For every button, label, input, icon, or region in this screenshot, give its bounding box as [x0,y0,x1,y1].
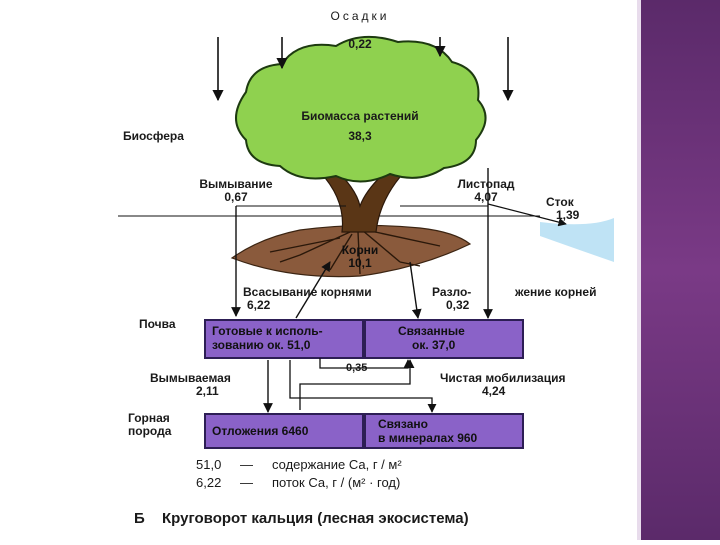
roots-label: Корни [341,243,379,257]
caption-text: Круговорот кальция (лесная экосистема) [162,510,469,527]
soil-bound-text-a: Связанные [398,324,465,338]
rock-label-b: порода [128,424,172,438]
legend-dash-1: — [240,457,253,472]
rock-label-a: Горная [128,411,170,425]
rock-bound-text-b: в минералах 960 [378,431,478,445]
decay-line [409,261,422,319]
uptake-value: 6,22 [247,298,271,312]
legend-dash-2: — [240,475,253,490]
precip-title: Осадки [330,9,390,23]
soil-available-text-b: зованию ок. 51,0 [212,338,311,352]
legend-num-1: 51,0 [196,457,222,472]
biomass-label: Биомасса растений [301,109,419,123]
rock-deposits-text: Отложения 6460 [212,424,309,438]
rock-bound-text-a: Связано [378,417,428,431]
leachable-label: Вымываемая [150,371,231,385]
soil-available-box [204,319,364,359]
decay-label-a: Разло- [432,285,472,299]
root-lines [269,229,441,275]
sidebar-edge [637,0,641,540]
mobilization-path-1 [299,359,415,410]
precip-value: 0,22 [348,37,372,51]
uptake-line [295,261,331,319]
biosphere-label: Биосфера [123,129,184,143]
mobilization-value: 4,24 [482,384,506,398]
rock-deposits-box [204,413,364,449]
water-shape [540,218,614,262]
litterfall-value: 4,07 [474,190,498,204]
runoff-line [487,203,567,227]
runoff-label: Сток [546,195,574,209]
decay-value: 0,32 [446,298,470,312]
decay-label-b: жение корней [515,285,597,299]
runoff-value: 1,39 [556,208,580,222]
leachable-value: 2,11 [196,384,219,398]
legend-text-1: содержание Са, г / м² [272,457,402,472]
leaching-value: 0,67 [224,190,248,204]
roots-value: 10,1 [348,256,372,270]
soil-bound-box [364,319,524,359]
biomass-value: 38,3 [348,129,372,143]
soil-bound-text-b: ок. 37,0 [412,338,456,352]
legend-text-2: поток Са, г / (м² · год) [272,475,401,490]
soil-label: Почва [139,317,176,331]
leaching-label: Вымывание [199,177,273,191]
mobilization-path-2 [289,360,437,413]
decorative-sidebar [641,0,720,540]
caption-letter: Б [134,510,145,527]
uptake-label: Всасывание корнями [243,285,372,299]
litterfall-label: Листопад [457,177,515,191]
rock-bound-box [364,413,524,449]
mobilization-label: Чистая мобилизация [440,371,566,385]
soil-available-text-a: Готовые к исполь- [212,324,323,338]
tree-canopy [235,35,487,183]
exchange-value: 0,35 [346,362,368,374]
legend-num-2: 6,22 [196,475,222,490]
